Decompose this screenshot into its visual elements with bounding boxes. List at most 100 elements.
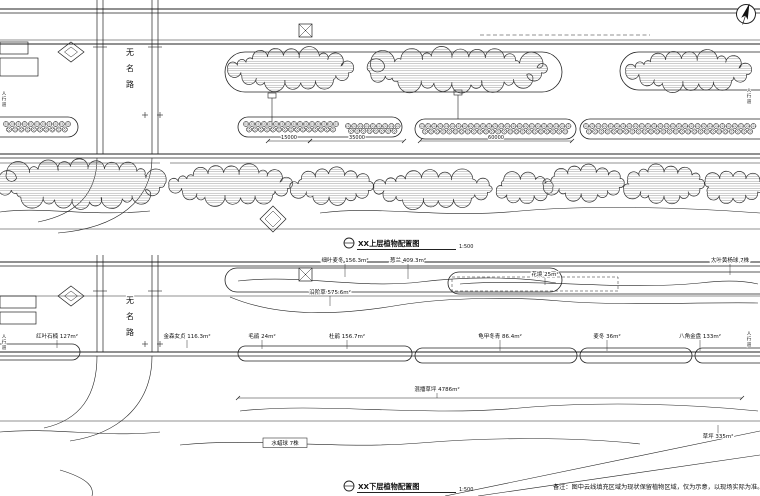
tree-cloud [542,163,625,203]
shrub-circle [565,123,572,129]
contour-curve [0,209,151,214]
shrub-circle [458,128,465,135]
shrub-circle [477,128,483,135]
shrub-circle [713,123,720,129]
shrub-circle [629,128,636,135]
plant-label: 混播草坪 4786m² [414,385,459,393]
title-block-lower: XX下层植物配置图 1:500 [343,480,473,494]
parcel-diamond-inner [64,46,78,58]
shrub-circle [716,128,723,135]
light-pole-head [267,92,277,99]
shrub-circle [657,123,664,129]
shrub-circle [46,121,53,127]
edge-label-char: 行 [2,339,7,346]
shrub-circle [651,123,658,129]
road-name-char: 名 [126,63,134,73]
shrub-circle [719,123,726,129]
shrub-circle [58,121,65,127]
planting-bed [0,343,81,361]
shrub-circle [583,123,589,129]
shrub-circle [685,128,692,135]
shrub-circle [24,126,31,133]
shrub-circle [697,128,704,135]
dimension-tick [417,138,423,144]
shrub-circle [249,121,255,127]
shrub-circle [303,121,309,127]
shrub-circle [327,121,333,127]
shrub-circle [492,123,499,129]
pavilion-roof [264,210,282,228]
plant-label: 麦冬 36m² [593,332,620,340]
contour-curve [179,438,641,446]
utility-box-cross [298,267,313,282]
building-outline [0,311,37,325]
shrub-circle [366,128,373,134]
shrub-circle [725,123,732,129]
notes-text: 备注：图中云线填充区域为现状保留植物区域，仅为示意，以现场实际为准。 [553,483,760,491]
planting-bed [694,347,760,364]
existing-tree-clouds [0,46,760,210]
contour-curve [0,430,161,435]
shrub-circle [728,128,735,135]
shrub-circle [461,123,468,129]
building-outline [0,295,37,309]
edge-label-char: 行 [747,93,752,100]
light-pole-head [453,89,463,96]
shrub-circle [620,123,627,129]
shrub-circle [741,128,747,135]
shrub-circle [586,128,592,135]
shrub-circle [528,123,535,129]
shrub-circle [648,128,654,135]
shrub-circle [474,123,480,129]
planting-bed [224,51,563,93]
shrub-circle [330,126,336,133]
shrub-circle [638,123,645,129]
shrub-circle [559,123,566,129]
shrub-circle [541,123,547,129]
contour-curve [59,469,93,496]
shrub-circle [434,128,441,135]
shrub-circle [550,128,556,135]
road-name-char: 路 [126,327,134,337]
contour-curve [229,296,759,313]
shrub-circle [452,128,459,135]
planting-bed [619,51,760,91]
shrub-circle [525,128,532,135]
dimension-tick [235,395,241,401]
shrub-circle [388,123,395,129]
pavilion [259,205,287,233]
plant-label: 红叶石楠 127m² [36,332,78,340]
road-name-char: 无 [126,296,134,305]
shrub-circle [710,128,716,135]
shrub-circle [372,128,379,134]
shrub-circle [49,126,56,133]
shrub-circle [556,128,563,135]
shrub-circle [360,128,367,134]
edge-label-char: 行 [747,336,752,343]
shrub-circle [282,126,288,133]
shrub-circle [738,123,744,129]
dimension-tick [569,138,575,144]
shrub-circle [288,126,294,133]
shrub-circle [682,123,689,129]
shrub-circle [252,126,258,133]
tree-cloud [704,170,760,204]
tree-cloud [168,163,293,207]
shrub-circle [425,123,431,129]
shrub-circle [703,128,710,135]
tree-cloud [373,168,493,210]
shrub-circle [663,123,670,129]
shrub-circle [21,121,28,127]
shrub-circle [9,121,16,127]
shrub-circle [449,123,456,129]
plant-label: 沿阶草 575.6m² [309,288,351,296]
building-outline [0,41,29,55]
shrub-circle [535,123,541,129]
contour-curve [237,277,557,285]
north-arrow-needle [741,3,750,20]
title-upper-text: XX上层植物配置图 [358,239,419,248]
shrub-circle [734,128,741,135]
shrub-circle [747,128,754,135]
